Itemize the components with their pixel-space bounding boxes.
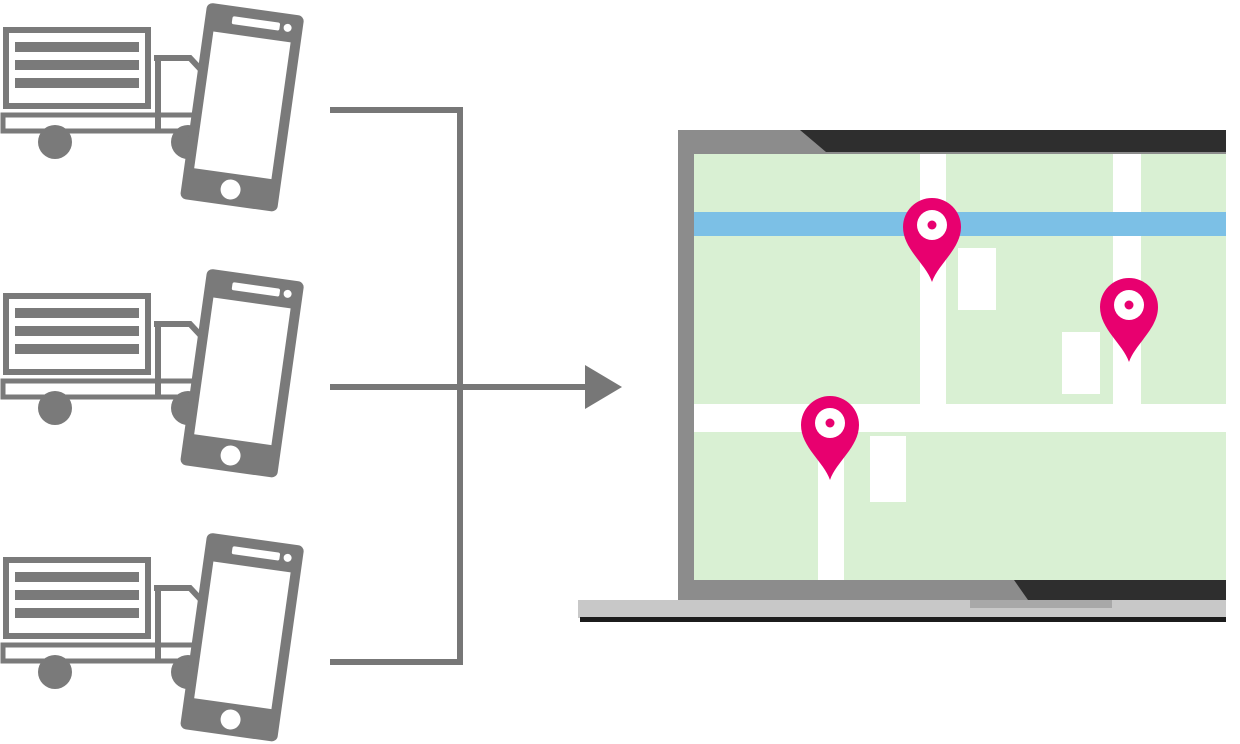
source-unit-1: [3, 2, 305, 213]
source-unit-3: [3, 532, 305, 743]
merge-arrow-icon: [330, 107, 622, 665]
source-unit-2: [3, 268, 305, 479]
laptop-icon: [578, 130, 1226, 622]
map-screen: [694, 154, 1226, 580]
smartphone-icon: [179, 532, 305, 743]
smartphone-icon: [179, 268, 305, 479]
smartphone-icon: [179, 2, 305, 213]
